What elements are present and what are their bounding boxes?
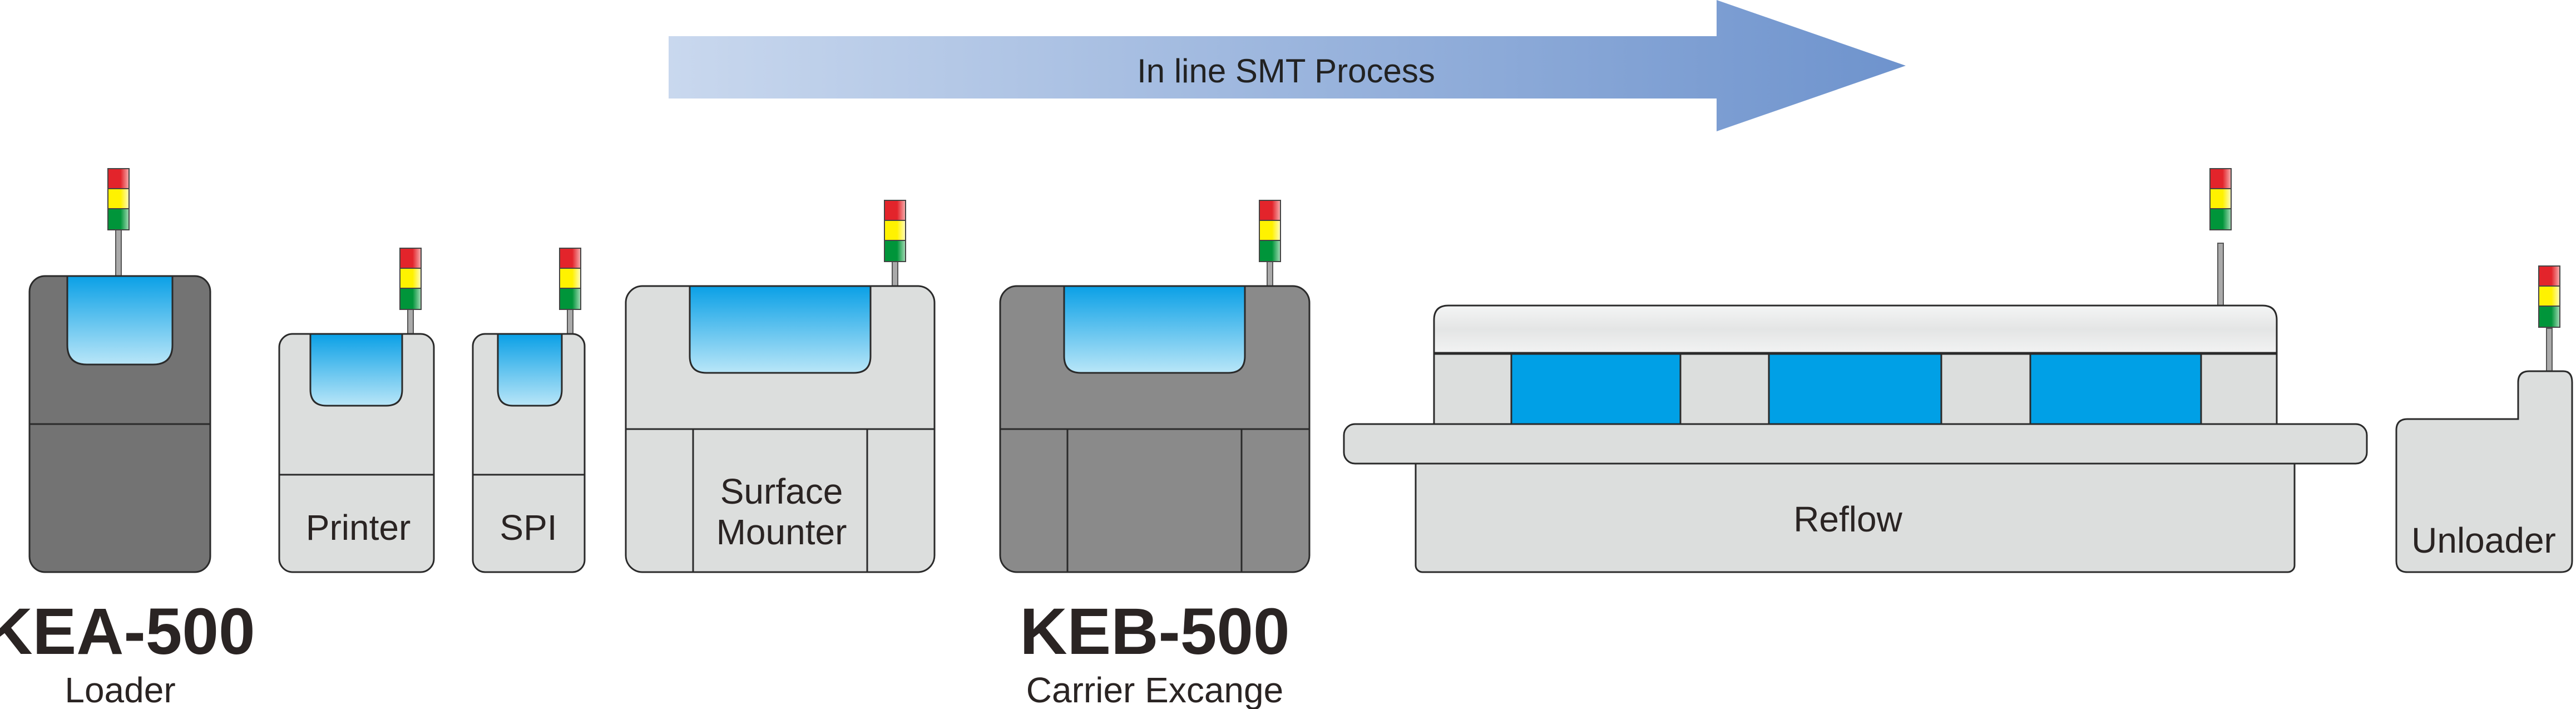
unloader-label: Unloader (2411, 520, 2556, 560)
mounter-label-line2: Mounter (716, 512, 847, 552)
carrier-exchange-model: KEB-500 (1020, 595, 1289, 668)
printer-machine: Printer (278, 248, 435, 573)
loader-model: KEA-500 (0, 595, 255, 668)
loader-machine: KEA-500 Loader (0, 168, 255, 709)
carrier-exchange-name: Carrier Excange (1026, 670, 1283, 709)
printer-label: Printer (306, 508, 411, 548)
signal-tower-icon (107, 168, 130, 230)
process-arrow: In line SMT Process (669, 0, 1906, 131)
signal-tower-icon (399, 248, 422, 310)
reflow-label: Reflow (1793, 499, 1902, 539)
surface-mounter-machine: Surface Mounter (625, 200, 936, 573)
spi-label: SPI (500, 508, 557, 548)
process-arrow-label: In line SMT Process (1137, 52, 1435, 90)
signal-tower-icon (2538, 265, 2560, 328)
spi-machine: SPI (472, 248, 586, 573)
loader-name: Loader (65, 670, 175, 709)
signal-tower-icon (1259, 200, 1281, 262)
signal-tower-icon (559, 248, 581, 310)
signal-tower-icon (2209, 168, 2232, 230)
reflow-machine: Reflow (1343, 168, 2368, 573)
unloader-machine: Unloader (2395, 265, 2573, 573)
mounter-label-line1: Surface (720, 471, 843, 511)
carrier-exchange-machine: KEB-500 Carrier Excange (999, 200, 1311, 709)
signal-tower-icon (884, 200, 906, 262)
